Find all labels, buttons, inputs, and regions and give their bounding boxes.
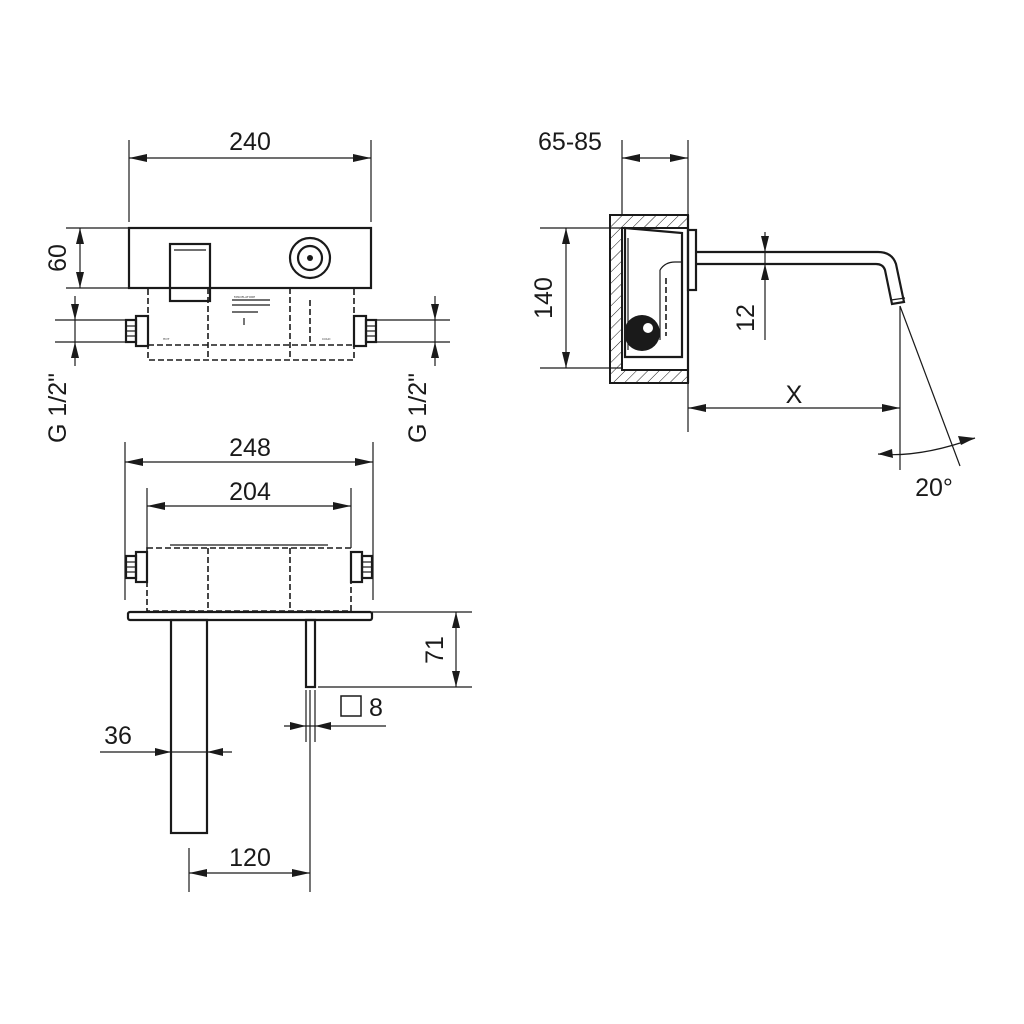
internal-body [623, 226, 684, 359]
svg-text:COLD: COLD [322, 337, 331, 341]
inlet-fitting-right [352, 314, 378, 348]
hidden-box [147, 287, 355, 361]
inlet-fitting-left [124, 314, 150, 348]
dim-lever-length: 71 [421, 636, 449, 664]
wall-flange [686, 228, 698, 292]
dim-spout-offset: 120 [229, 844, 271, 872]
dim-spray-angle: 20° [915, 474, 953, 502]
valve-cartridge [624, 315, 660, 351]
dim-spout-width: 36 [104, 722, 132, 750]
dim-inlet-left: G 1/2" [44, 373, 72, 443]
dim-top-width: 240 [229, 128, 271, 156]
sensor-ring-outer [288, 236, 332, 280]
side-view: 65-85 140 12 X [530, 128, 976, 502]
lever-handle [168, 242, 212, 303]
plan-fitting-right [349, 550, 374, 584]
plan-lever [304, 618, 317, 689]
dim-lever-square: 8 [369, 694, 383, 722]
dim-side-depth: 65-85 [538, 128, 602, 156]
dim-spout-thickness: 12 [732, 304, 760, 332]
dim-bottom-outer-width: 248 [229, 434, 271, 462]
dim-bottom-inner-width: 204 [229, 478, 271, 506]
sensor-ring-inner [296, 244, 324, 272]
plan-spout [169, 618, 209, 835]
spout [696, 250, 906, 306]
svg-text:MISCELATORE: MISCELATORE [234, 295, 255, 299]
plan-box [146, 547, 352, 612]
square-symbol [340, 695, 362, 717]
plan-view: 248 204 [100, 434, 472, 892]
dim-side-height: 140 [530, 277, 558, 319]
svg-text:HOT: HOT [163, 337, 170, 341]
dim-projection: X [786, 381, 803, 409]
faceplate [127, 226, 373, 290]
plan-faceplate [126, 610, 374, 622]
dim-inlet-right: G 1/2" [404, 373, 432, 443]
front-view: 240 MISCELATORE HOT COLD [44, 128, 450, 443]
plan-fitting-left [124, 550, 149, 584]
dim-top-height: 60 [44, 244, 72, 272]
